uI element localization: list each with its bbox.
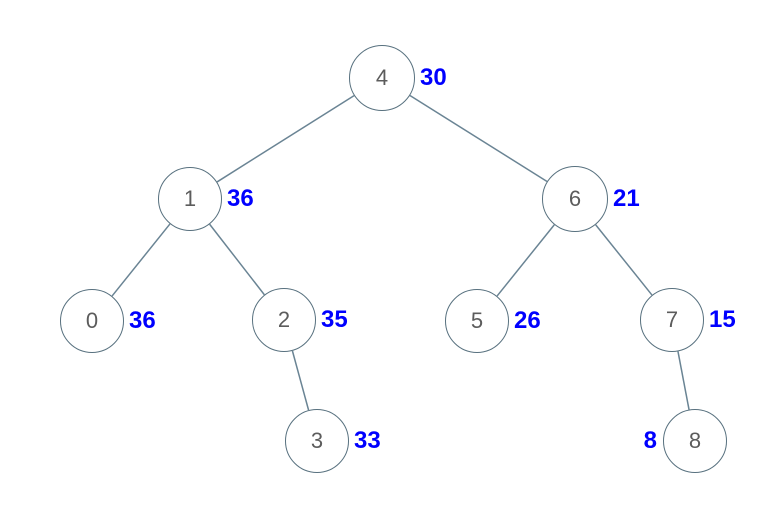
- tree-node-label-7: 15: [709, 306, 736, 333]
- tree-edge-n1-n2: [209, 223, 265, 296]
- tree-node-label-6: 21: [613, 185, 640, 212]
- tree-node-label-1: 36: [227, 185, 254, 212]
- tree-node-label-0: 36: [129, 307, 156, 334]
- tree-node-4[interactable]: 4: [349, 45, 415, 111]
- tree-edge-n6-n7: [595, 224, 653, 296]
- tree-node-key: 4: [375, 65, 389, 90]
- tree-node-2[interactable]: 2: [252, 288, 316, 352]
- tree-node-label-3: 33: [354, 427, 381, 454]
- tree-node-key: 5: [470, 308, 484, 333]
- tree-edge-n4-n6: [409, 94, 548, 183]
- tree-node-key: 2: [277, 307, 291, 332]
- tree-node-label-2: 35: [321, 306, 348, 333]
- tree-edge-n2-n3: [291, 350, 310, 411]
- tree-node-5[interactable]: 5: [445, 289, 509, 353]
- tree-node-label-5: 26: [514, 307, 541, 334]
- tree-node-3[interactable]: 3: [285, 409, 349, 473]
- tree-node-key: 1: [183, 186, 197, 211]
- tree-node-label-8: 8: [643, 427, 657, 454]
- tree-node-0[interactable]: 0: [60, 289, 124, 353]
- tree-node-key: 3: [310, 428, 324, 453]
- tree-node-6[interactable]: 6: [542, 166, 608, 232]
- tree-edge-n7-n8: [677, 351, 690, 410]
- tree-node-key: 6: [568, 186, 582, 211]
- tree-node-key: 7: [665, 307, 679, 332]
- tree-node-7[interactable]: 7: [640, 288, 704, 352]
- tree-node-label-4: 30: [420, 64, 447, 91]
- tree-node-1[interactable]: 1: [158, 167, 222, 231]
- tree-node-8[interactable]: 8: [663, 409, 727, 473]
- tree-edge-n1-n0: [111, 223, 171, 297]
- tree-node-key: 8: [688, 428, 702, 453]
- tree-edge-n4-n1: [216, 94, 355, 183]
- tree-node-key: 0: [85, 308, 99, 333]
- tree-edge-n6-n5: [496, 224, 555, 297]
